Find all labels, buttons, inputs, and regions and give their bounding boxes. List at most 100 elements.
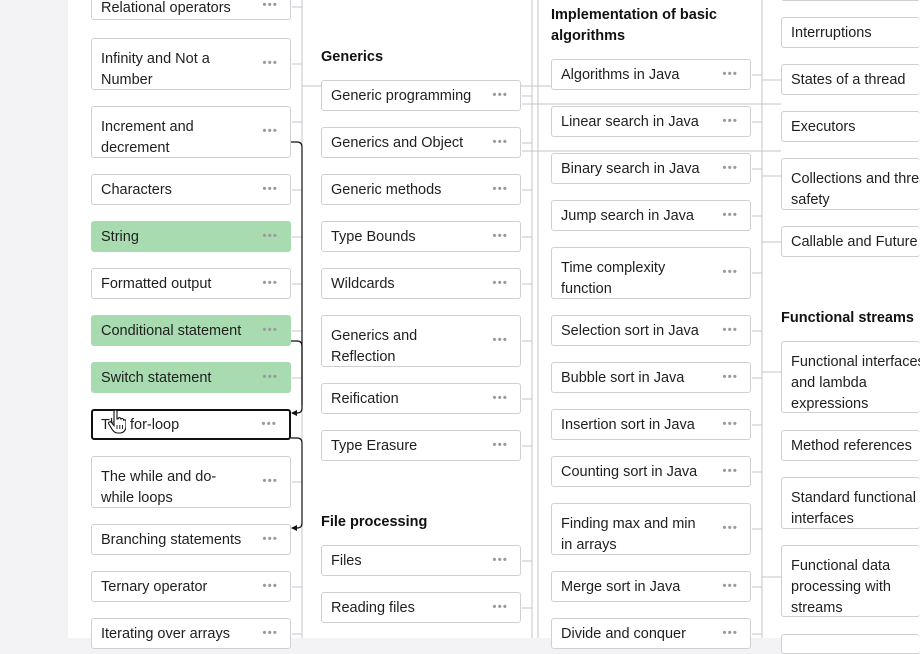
card-label: Type Bounds — [331, 229, 416, 245]
card-bottom-clipped[interactable] — [781, 634, 920, 654]
card-generic-programming[interactable]: Generic programming ••• — [321, 80, 521, 111]
card-bubble-sort[interactable]: Bubble sort in Java ••• — [551, 362, 751, 393]
card-max-min-arrays[interactable]: Finding max and min in arrays ••• — [551, 503, 751, 555]
card-while-loops[interactable]: The while and do-while loops ••• — [91, 456, 291, 508]
more-options-icon[interactable]: ••• — [722, 321, 738, 336]
card-label: Type Erasure — [331, 438, 418, 454]
card-label: Divide and conquer — [561, 626, 686, 642]
more-options-icon[interactable]: ••• — [262, 55, 278, 70]
card-binary-search[interactable]: Binary search in Java ••• — [551, 153, 751, 184]
more-options-icon[interactable]: ••• — [262, 227, 278, 242]
card-functional-data-processing[interactable]: Functional data processing with streams — [781, 545, 920, 617]
card-generic-methods[interactable]: Generic methods ••• — [321, 174, 521, 205]
more-options-icon[interactable]: ••• — [262, 530, 278, 545]
card-label: Formatted output — [101, 276, 212, 292]
more-options-icon[interactable]: ••• — [722, 112, 738, 127]
more-options-icon[interactable]: ••• — [722, 577, 738, 592]
more-options-icon[interactable]: ••• — [722, 206, 738, 221]
more-options-icon[interactable]: ••• — [262, 473, 278, 488]
card-reading-files[interactable]: Reading files ••• — [321, 592, 521, 623]
more-options-icon[interactable]: ••• — [262, 274, 278, 289]
more-options-icon[interactable]: ••• — [722, 415, 738, 430]
more-options-icon[interactable]: ••• — [262, 0, 278, 12]
card-collections-thread-safety[interactable]: Collections and thread safety — [781, 158, 920, 210]
card-label: Ternary operator — [101, 579, 208, 595]
card-executors[interactable]: Executors — [781, 111, 920, 142]
card-label: Increment and decrement — [101, 119, 194, 156]
card-infinity-and-nan[interactable]: Infinity and Not a Number ••• — [91, 38, 291, 90]
card-files[interactable]: Files ••• — [321, 545, 521, 576]
card-string[interactable]: String ••• — [91, 221, 291, 252]
more-options-icon[interactable]: ••• — [492, 86, 508, 101]
more-options-icon[interactable]: ••• — [261, 415, 277, 430]
section-title-basic-algorithms: Implementation of basic algorithms — [551, 7, 717, 44]
card-generics-and-object[interactable]: Generics and Object ••• — [321, 127, 521, 158]
hand-pointer-icon — [108, 410, 126, 434]
card-label: Binary search in Java — [561, 161, 700, 177]
more-options-icon[interactable]: ••• — [722, 520, 738, 535]
card-label: Generics and Reflection — [331, 328, 418, 365]
more-options-icon[interactable]: ••• — [492, 133, 508, 148]
card-algorithms-in-java[interactable]: Algorithms in Java ••• — [551, 59, 751, 90]
card-label: Branching statements — [101, 532, 242, 548]
more-options-icon[interactable]: ••• — [492, 227, 508, 242]
more-options-icon[interactable]: ••• — [722, 159, 738, 174]
card-generics-and-reflection[interactable]: Generics and Reflection ••• — [321, 315, 521, 367]
card-type-erasure[interactable]: Type Erasure ••• — [321, 430, 521, 461]
more-options-icon[interactable]: ••• — [492, 274, 508, 289]
more-options-icon[interactable]: ••• — [722, 65, 738, 80]
card-interruptions[interactable]: Interruptions — [781, 17, 920, 48]
more-options-icon[interactable]: ••• — [722, 462, 738, 477]
card-label: Relational operators — [101, 0, 231, 16]
more-options-icon[interactable]: ••• — [492, 332, 508, 347]
more-options-icon[interactable]: ••• — [492, 180, 508, 195]
card-top-clipped[interactable] — [781, 0, 920, 1]
card-label: Counting sort in Java — [561, 464, 698, 480]
card-label: Standard functional interfaces — [791, 490, 916, 527]
more-options-icon[interactable]: ••• — [262, 180, 278, 195]
section-title-functional-streams: Functional streams — [781, 310, 914, 326]
card-merge-sort[interactable]: Merge sort in Java ••• — [551, 571, 751, 602]
card-switch-statement[interactable]: Switch statement ••• — [91, 362, 291, 393]
more-options-icon[interactable]: ••• — [262, 624, 278, 639]
more-options-icon[interactable]: ••• — [722, 624, 738, 639]
card-insertion-sort[interactable]: Insertion sort in Java ••• — [551, 409, 751, 440]
card-time-complexity[interactable]: Time complexity function ••• — [551, 247, 751, 299]
more-options-icon[interactable]: ••• — [492, 551, 508, 566]
card-characters[interactable]: Characters ••• — [91, 174, 291, 205]
more-options-icon[interactable]: ••• — [262, 368, 278, 383]
card-linear-search[interactable]: Linear search in Java ••• — [551, 106, 751, 137]
card-divide-and-conquer[interactable]: Divide and conquer ••• — [551, 618, 751, 649]
more-options-icon[interactable]: ••• — [262, 123, 278, 138]
more-options-icon[interactable]: ••• — [262, 577, 278, 592]
card-label: String — [101, 229, 139, 245]
card-formatted-output[interactable]: Formatted output ••• — [91, 268, 291, 299]
card-label: Iterating over arrays — [101, 626, 230, 642]
card-increment-and-decrement[interactable]: Increment and decrement ••• — [91, 106, 291, 158]
card-method-references[interactable]: Method references — [781, 430, 920, 461]
card-type-bounds[interactable]: Type Bounds ••• — [321, 221, 521, 252]
card-functional-interfaces[interactable]: Functional interfaces and lambda express… — [781, 341, 920, 413]
more-options-icon[interactable]: ••• — [492, 436, 508, 451]
card-label: Insertion sort in Java — [561, 417, 695, 433]
card-iterating-over-arrays[interactable]: Iterating over arrays ••• — [91, 618, 291, 649]
card-callable-and-future[interactable]: Callable and Future — [781, 226, 920, 257]
card-counting-sort[interactable]: Counting sort in Java ••• — [551, 456, 751, 487]
more-options-icon[interactable]: ••• — [492, 389, 508, 404]
card-label: Finding max and min in arrays — [561, 516, 696, 553]
card-conditional-statement[interactable]: Conditional statement ••• — [91, 315, 291, 346]
card-standard-functional-interfaces[interactable]: Standard functional interfaces — [781, 477, 920, 529]
more-options-icon[interactable]: ••• — [722, 368, 738, 383]
card-relational-operators[interactable]: Relational operators ••• — [91, 0, 291, 20]
card-wildcards[interactable]: Wildcards ••• — [321, 268, 521, 299]
card-states-of-thread[interactable]: States of a thread — [781, 64, 920, 95]
more-options-icon[interactable]: ••• — [722, 264, 738, 279]
card-label: Reading files — [331, 600, 415, 616]
card-branching-statements[interactable]: Branching statements ••• — [91, 524, 291, 555]
card-jump-search[interactable]: Jump search in Java ••• — [551, 200, 751, 231]
card-reification[interactable]: Reification ••• — [321, 383, 521, 414]
more-options-icon[interactable]: ••• — [492, 598, 508, 613]
more-options-icon[interactable]: ••• — [262, 321, 278, 336]
card-selection-sort[interactable]: Selection sort in Java ••• — [551, 315, 751, 346]
card-ternary-operator[interactable]: Ternary operator ••• — [91, 571, 291, 602]
